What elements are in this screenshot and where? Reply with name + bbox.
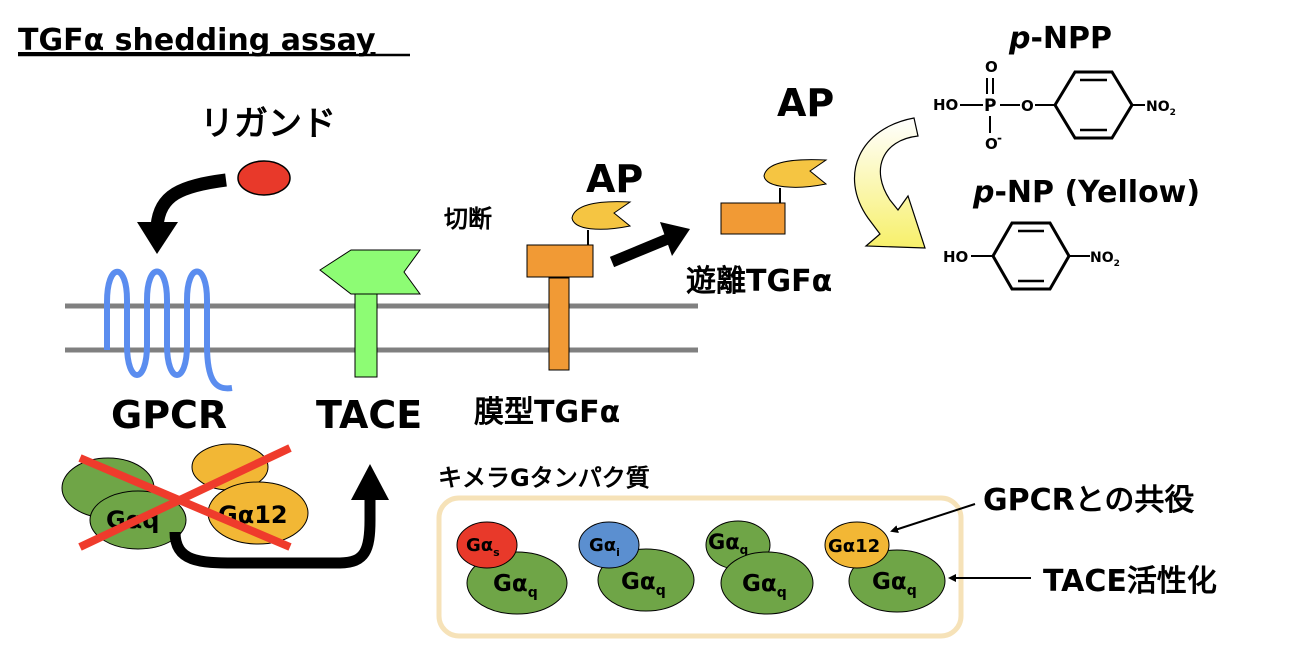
pnpp-label: p-NPP — [1008, 21, 1112, 56]
conversion-arrow — [853, 117, 926, 249]
tace-stem — [354, 284, 378, 378]
chimera-gq-small-label: Gαq — [708, 530, 748, 557]
release-arrow — [609, 232, 673, 268]
coupling-arrow — [890, 503, 976, 533]
pnp-label: p-NP (Yellow) — [972, 175, 1200, 210]
page-title: TGFα shedding assay — [18, 23, 376, 58]
pnp-structure: HO NO2 — [943, 221, 1120, 291]
pnpp-o-minus: O — [985, 135, 998, 153]
chimera-gi: Gαq Gαi — [578, 521, 695, 612]
chimera-gq-gq — [720, 551, 814, 615]
native-g-protein-group: Gαq Gα12 — [61, 443, 309, 551]
chimera-box — [436, 495, 964, 639]
coupling-label: GPCRとの共役 — [983, 483, 1194, 518]
chimera-gi-small — [578, 521, 640, 569]
ap-bound-label: AP — [586, 157, 643, 201]
tace-activation-path-arrowhead — [351, 464, 389, 500]
ligand-label: リガンド — [200, 104, 336, 144]
chimera-gs-gq-label: Gαq — [493, 571, 538, 601]
gpcr-label: GPCR — [111, 393, 227, 437]
tace-activation-label: TACE活性化 — [1043, 564, 1217, 599]
released-tgfa-label: 遊離TGFα — [686, 264, 832, 299]
membrane-tgfa-head — [526, 244, 594, 278]
cleavage-label: 切断 — [444, 205, 492, 233]
gpcr-helix — [104, 268, 233, 392]
chimera-gq: Gαq Gαq — [705, 520, 814, 615]
ligand-binding-arrowhead — [137, 222, 178, 254]
tace-activation-path-arrow — [169, 500, 376, 569]
chimera-gi-gq-label: Gαq — [621, 569, 666, 599]
chimera-gq-gq-label: Gαq — [742, 571, 787, 601]
released-ap — [763, 159, 828, 188]
chimera-g12-small — [824, 521, 890, 569]
released-tgfa — [720, 202, 786, 235]
chimera-gs: Gαq Gαs — [456, 521, 568, 615]
chimera-gi-small-label: Gαi — [589, 535, 620, 559]
release-arrowhead — [660, 222, 690, 256]
chimera-label: キメラGタンパク質 — [438, 464, 650, 492]
chimera-g12: Gαq Gα12 — [824, 521, 946, 613]
cross-line-2 — [78, 444, 292, 551]
ligand-ellipse — [237, 160, 291, 196]
pnpp-minus: - — [997, 131, 1002, 145]
pnpp-no2: NO2 — [1146, 99, 1176, 118]
ap-free-label: AP — [777, 81, 834, 125]
tace-label: TACE — [316, 393, 422, 437]
membrane-tgfa-label: 膜型TGFα — [474, 395, 620, 430]
chimera-g12-small-label: Gα12 — [828, 536, 880, 557]
membrane-tgfa-stem — [548, 277, 570, 371]
pnpp-o-top: O — [985, 58, 998, 76]
cross-line-1 — [78, 454, 292, 551]
pnpp-ho: HO — [933, 96, 958, 114]
membrane-ap — [571, 201, 632, 230]
chimera-gs-small-label: Gαs — [466, 535, 500, 559]
ligand-binding-arrow — [150, 173, 227, 227]
pnp-ho: HO — [943, 248, 968, 266]
pnpp-p: P — [984, 96, 996, 116]
chimera-gs-small — [456, 521, 518, 569]
pnpp-o-link: O — [1021, 97, 1034, 115]
pnp-no2: NO2 — [1090, 250, 1120, 269]
chimera-g12-gq-label: Gαq — [872, 569, 917, 599]
tace-head — [319, 249, 421, 295]
pnpp-structure: HO P O O - O NO2 — [933, 58, 1176, 153]
